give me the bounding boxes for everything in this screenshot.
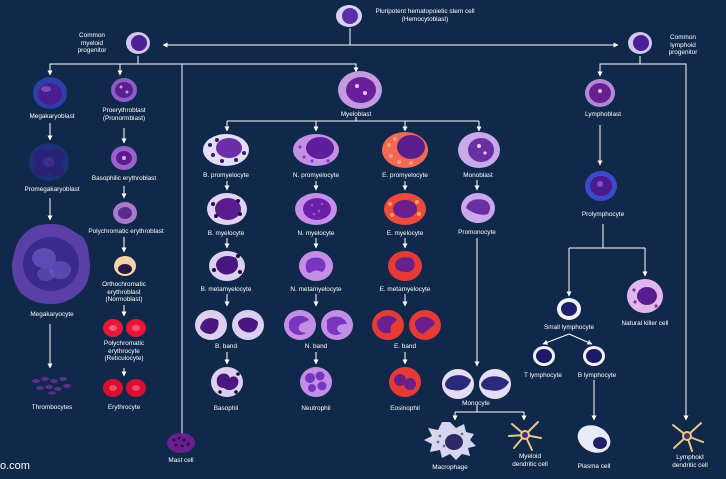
megakaryoblast-label: Megakaryoblast bbox=[29, 113, 75, 120]
mast-cell-label: Mast cell bbox=[168, 457, 194, 464]
neutrophil-metamyelocyte-icon bbox=[299, 251, 333, 281]
eosinophil-band-label: E. band bbox=[393, 343, 417, 350]
prolymphocyte-label: Prolymphocyte bbox=[581, 211, 625, 218]
basophilic-erythroblast-icon bbox=[111, 146, 137, 170]
erythrocyte-label: Erythrocyte bbox=[107, 404, 141, 411]
eosinophil-label: Eosinophil bbox=[390, 405, 420, 412]
proerythroblast-icon bbox=[111, 78, 137, 102]
megakaryocyte-label: Megakaryocyte bbox=[30, 311, 74, 318]
myeloid-progenitor-icon bbox=[126, 32, 150, 54]
macrophage-label: Macrophage bbox=[432, 464, 468, 471]
basophil-icon bbox=[211, 367, 243, 397]
t-lymphocyte-icon bbox=[533, 346, 555, 366]
myeloblast-icon bbox=[338, 71, 382, 109]
small-lymphocyte-label: Small lymphocyte bbox=[543, 324, 595, 331]
plasma-cell-icon bbox=[577, 425, 611, 453]
neutrophil-label: Neutrophil bbox=[301, 405, 331, 412]
myeloblast-label: Myeloblast bbox=[340, 111, 372, 118]
proerythroblast-label: Proerythroblast(Pronormblast) bbox=[102, 107, 146, 122]
thrombocytes-label: Thrombocytes bbox=[31, 404, 73, 411]
macrophage-icon bbox=[424, 422, 476, 460]
basophil-band-label: B. band bbox=[214, 343, 238, 350]
basophilic-erythroblast-label: Basophilic erythroblast bbox=[91, 175, 157, 182]
watermark-text: o.com bbox=[0, 460, 30, 472]
neutrophil-metamyelocyte-label: N. metamyelocyte bbox=[290, 286, 342, 293]
eosinophil-myelocyte-label: E. myelocyte bbox=[386, 230, 424, 237]
mast-cell-icon bbox=[167, 433, 195, 453]
neutrophil-icon bbox=[300, 367, 332, 397]
basophil-metamyelocyte-label: B. metamyelocyte bbox=[200, 286, 252, 293]
basophil-promyelocyte-label: B. promyelocyte bbox=[203, 172, 249, 179]
eosinophil-promyelocyte-label: E. promyelocyte bbox=[382, 172, 428, 179]
neutrophil-promyelocyte-icon bbox=[293, 134, 339, 166]
b-lymphocyte-label: B lymphocyte bbox=[577, 372, 617, 379]
basophil-label: Basophil bbox=[213, 405, 239, 412]
eosinophil-icon bbox=[389, 367, 421, 397]
lymphoid-dendritic-cell-icon bbox=[672, 422, 704, 452]
neutrophil-myelocyte-label: N. myelocyte bbox=[297, 230, 335, 237]
promonocyte-label: Promonocyte bbox=[458, 229, 496, 236]
natural-killer-cell-icon bbox=[627, 279, 663, 313]
promegakaryoblast-label: Promegakaryoblast bbox=[24, 186, 80, 193]
erythrocyte-icon bbox=[103, 379, 146, 397]
lymphoid-progenitor-icon bbox=[628, 32, 652, 54]
reticulocyte-icon bbox=[103, 319, 146, 337]
small-lymphocyte-icon bbox=[557, 298, 581, 320]
eosinophil-metamyelocyte-icon bbox=[388, 251, 422, 281]
plasma-cell-label: Plasma cell bbox=[577, 463, 611, 470]
prolymphocyte-icon bbox=[585, 171, 617, 201]
promonocyte-icon bbox=[461, 193, 495, 223]
polychromatic-erythroblast-label: Polychromatic erythroblast bbox=[88, 228, 164, 235]
lymphoblast-label: Lymphoblast bbox=[585, 111, 621, 118]
basophil-myelocyte-label: B. myelocyte bbox=[207, 230, 245, 237]
neutrophil-band-label: N. band bbox=[304, 343, 328, 350]
megakaryocyte-icon bbox=[12, 224, 90, 304]
neutrophil-myelocyte-icon bbox=[295, 193, 337, 225]
neutrophil-promyelocyte-label: N. promyelocyte bbox=[292, 172, 340, 179]
orthochromatic-erythroblast-icon bbox=[114, 256, 136, 276]
eosinophil-promyelocyte-icon bbox=[382, 132, 428, 168]
basophil-metamyelocyte-icon bbox=[209, 251, 245, 281]
polychromatic-erythroblast-icon bbox=[113, 202, 137, 224]
stem-cell-label: Pluripotent hematopoietic stem cell(Hemo… bbox=[375, 8, 475, 23]
eosinophil-metamyelocyte-label: E. metamyelocyte bbox=[379, 286, 431, 293]
lymphoblast-icon bbox=[585, 79, 615, 107]
stem-cell-icon bbox=[336, 5, 362, 27]
monoblast-label: Monoblast bbox=[463, 172, 493, 179]
myeloid-dendritic-cell-icon bbox=[508, 421, 542, 451]
basophil-band-icon bbox=[195, 310, 264, 340]
b-lymphocyte-icon bbox=[583, 346, 605, 366]
natural-killer-cell-label: Natural killer cell bbox=[621, 320, 669, 327]
neutrophil-band-icon bbox=[284, 310, 353, 340]
megakaryoblast-icon bbox=[33, 77, 67, 109]
monoblast-icon bbox=[458, 132, 500, 168]
basophil-myelocyte-icon bbox=[207, 193, 247, 225]
monocyte-label: Monocyte bbox=[462, 400, 490, 407]
promegakaryoblast-icon bbox=[29, 143, 69, 181]
thrombocytes-icon bbox=[32, 377, 71, 395]
monocyte-icon bbox=[442, 369, 511, 399]
t-lymphocyte-label: T lymphocyte bbox=[524, 372, 562, 379]
eosinophil-myelocyte-icon bbox=[384, 193, 426, 225]
eosinophil-band-icon bbox=[372, 310, 441, 340]
basophil-promyelocyte-icon bbox=[203, 134, 249, 166]
